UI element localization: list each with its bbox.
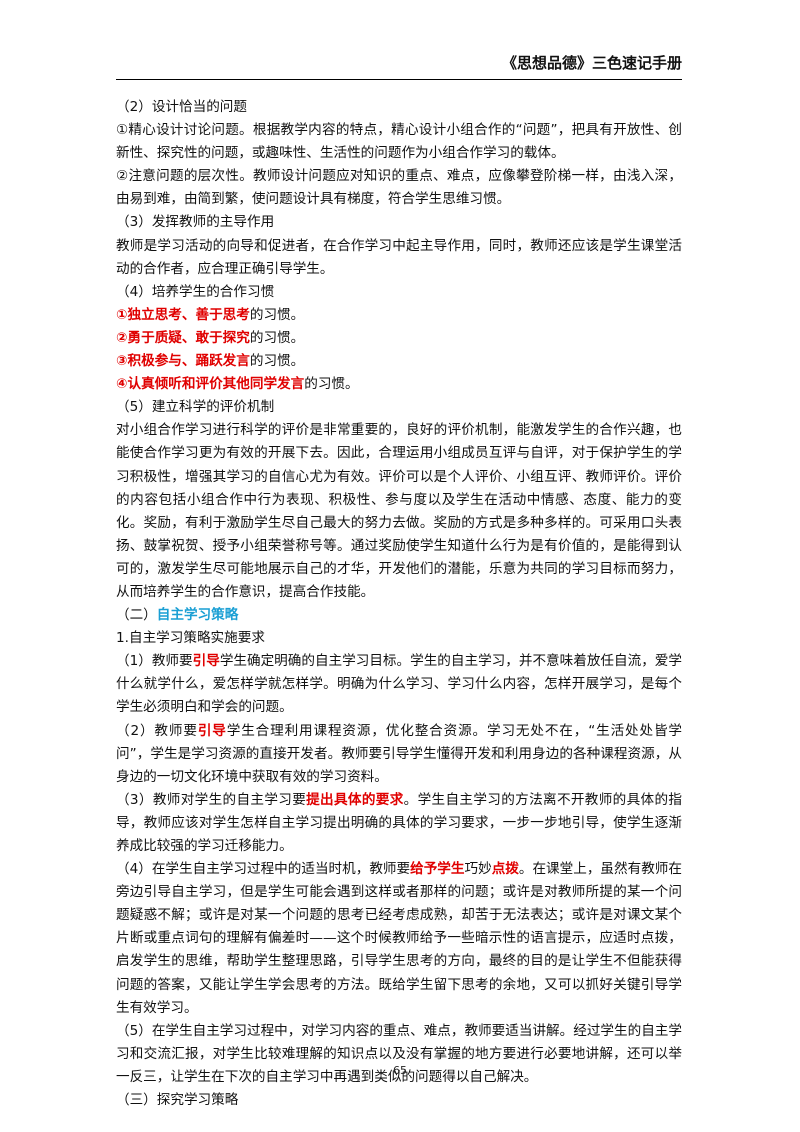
highlight-text: 勇于质疑、敢于探究	[127, 329, 250, 346]
paragraph: （1）教师要引导学生确定明确的自主学习目标。学生的自主学习，并不意味着放任自流，…	[116, 650, 682, 719]
item-text: 的习惯。	[249, 306, 305, 323]
paragraph: ②注意问题的层次性。教师设计问题应对知识的重点、难点，应像攀登阶梯一样，由浅入深…	[116, 168, 682, 208]
page-header: 《思想品德》三色速记手册	[116, 52, 682, 80]
section-heading: （5）建立科学的评价机制	[116, 399, 275, 416]
paragraph: （3）教师对学生的自主学习要提出具体的要求。学生自主学习的方法离不开教师的具体的…	[116, 789, 682, 858]
item-number: ③	[116, 353, 128, 370]
paragraph: 教师是学习活动的向导和促进者，在合作学习中起主导作用，同时，教师还应该是学生课堂…	[116, 237, 682, 277]
part-heading: （二）自主学习策略	[116, 604, 682, 627]
text-run: 学生合理利用课程资源，优化整合资源。学习无处不在，“生活处处皆学问”，学生是学习…	[116, 722, 682, 785]
text-run: （2）教师要	[116, 722, 198, 739]
text-run: 。在课堂上，虽然有教师在旁边引导自主学习，但是学生可能会遇到这样或者那样的问题；…	[116, 861, 682, 1016]
highlight-text: 积极参与、踊跃发言	[127, 353, 250, 370]
highlight-text: 提出具体的要求	[306, 791, 404, 808]
section-heading: （2）设计恰当的问题	[116, 99, 247, 115]
text-run: （4）在学生自主学习过程中的适当时机，教师要	[116, 861, 411, 878]
text-run: （3）教师对学生的自主学习要	[116, 791, 307, 808]
text-run: （1）教师要	[116, 653, 193, 670]
highlight-text: 给予学生	[410, 861, 465, 878]
highlight-text: 点拨	[491, 861, 519, 878]
paragraph: 对小组合作学习进行科学的评价是非常重要的，良好的评价机制，能激发学生的合作兴趣，…	[116, 422, 682, 600]
item-number: ①	[116, 306, 128, 323]
item-number: ②	[116, 329, 128, 346]
highlight-text: 引导	[197, 722, 227, 739]
page-number: 65	[393, 1064, 407, 1077]
text-run: 学生确定明确的自主学习目标。学生的自主学习，并不意味着放任自流，爱学什么就学什么…	[116, 653, 682, 716]
item-number: ④	[116, 376, 128, 393]
page-content: （2）设计恰当的问题 ①精心设计讨论问题。根据教学内容的特点，精心设计小组合作的…	[116, 96, 682, 1112]
paragraph: ①精心设计讨论问题。根据教学内容的特点，精心设计小组合作的“问题”，把具有开放性…	[116, 122, 682, 162]
part-heading: （三）探究学习策略	[116, 1092, 239, 1109]
subheading: 1.自主学习策略实施要求	[116, 630, 265, 647]
item-text: 的习惯。	[304, 376, 359, 393]
text-run: 巧妙	[464, 861, 492, 878]
section-heading: （4）培养学生的合作习惯	[116, 283, 275, 300]
part-title: 自主学习策略	[156, 607, 239, 624]
paragraph: （2）教师要引导学生合理利用课程资源，优化整合资源。学习无处不在，“生活处处皆学…	[116, 720, 682, 789]
header-title: 《思想品德》三色速记手册	[501, 54, 682, 72]
highlight-text: 引导	[192, 653, 220, 670]
paragraph: （4）在学生自主学习过程中的适当时机，教师要给予学生巧妙点拨。在课堂上，虽然有教…	[116, 858, 682, 1020]
paragraph: （5）在学生自主学习过程中，对学习内容的重点、难点，教师要适当讲解。经过学生的自…	[116, 1022, 682, 1085]
list-item: ②勇于质疑、敢于探究的习惯。	[116, 327, 682, 350]
highlight-text: 认真倾听和评价其他同学发言	[127, 376, 305, 393]
item-text: 的习惯。	[249, 353, 305, 370]
list-item: ③积极参与、踊跃发言的习惯。	[116, 350, 682, 373]
list-item: ①独立思考、善于思考的习惯。	[116, 304, 682, 327]
item-text: 的习惯。	[249, 329, 305, 346]
section-heading: （3）发挥教师的主导作用	[116, 214, 275, 231]
highlight-text: 独立思考、善于思考	[127, 306, 250, 323]
list-item: ④认真倾听和评价其他同学发言的习惯。	[116, 373, 682, 396]
text-run: 。学生自主学习的方法离不开教师的具体的指导，教师应该对学生怎样自主学习提出明确的…	[116, 791, 683, 854]
part-prefix: （二）	[116, 607, 157, 624]
